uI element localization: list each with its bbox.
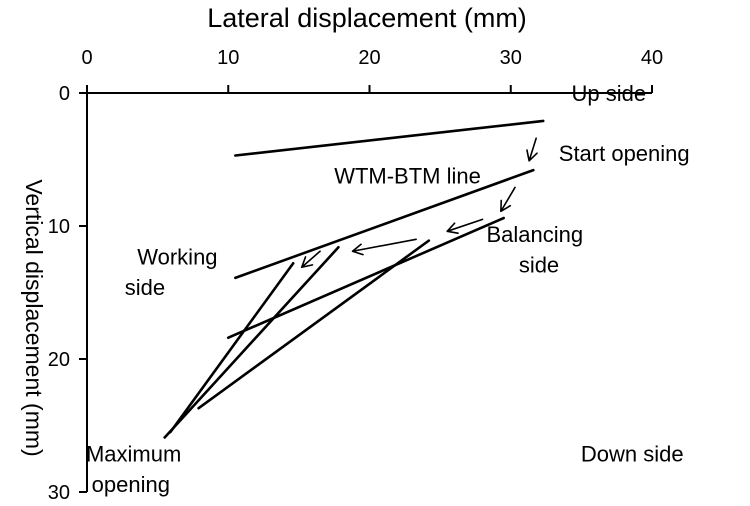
annotation-label: Up side (571, 81, 646, 106)
annotation-label: Maximum (86, 441, 181, 466)
x-tick-label: 10 (217, 47, 239, 69)
direction-arrow (500, 186, 516, 213)
direction-arrow (300, 250, 321, 269)
annotation-label: opening (92, 472, 170, 497)
x-tick-label: 0 (81, 47, 92, 69)
data-line (163, 245, 340, 439)
y-tick-label: 30 (48, 482, 70, 504)
x-ticks: 0 10 20 30 40 (81, 47, 663, 93)
y-tick-label: 10 (48, 216, 70, 238)
data-line (169, 261, 295, 434)
direction-arrow (351, 238, 417, 256)
annotation-label: Start opening (559, 141, 690, 166)
annotation-label: side (125, 275, 165, 300)
direction-arrow (526, 137, 538, 162)
data-line (226, 216, 505, 340)
data-line (197, 239, 431, 410)
y-ticks: 0 10 20 30 (48, 83, 87, 504)
x-tick-label: 20 (358, 47, 380, 69)
x-tick-label: 40 (641, 47, 663, 69)
annotation-label: WTM-BTM line (334, 163, 481, 188)
data-line (234, 168, 535, 280)
annotation-label: Balancing (486, 222, 583, 247)
data-line (234, 119, 545, 157)
x-axis-label: Lateral displacement (mm) (207, 3, 527, 33)
y-tick-label: 0 (59, 83, 70, 105)
y-tick-label: 20 (48, 349, 70, 371)
annotation-label: Down side (581, 441, 684, 466)
direction-arrow (446, 218, 484, 235)
annotation-label: Working (137, 245, 217, 270)
x-tick-label: 30 (500, 47, 522, 69)
annotation-label: side (519, 253, 559, 278)
data-lines (163, 119, 545, 439)
y-axis-label: Vertical displacement (mm) (21, 179, 47, 456)
arrows (300, 137, 538, 269)
